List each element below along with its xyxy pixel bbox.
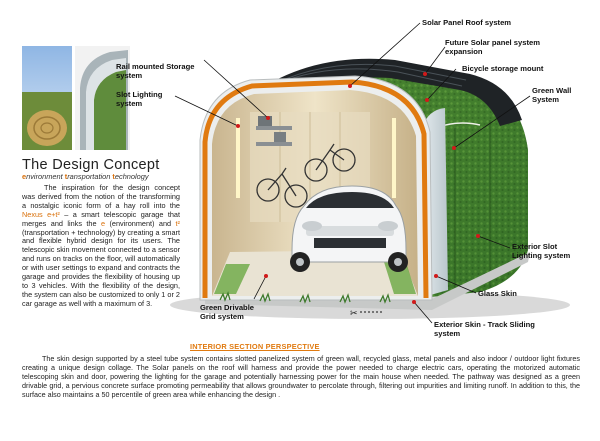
label-green-grid: Green Drivable Grid system [200, 303, 254, 321]
label-green-grid-line2: Grid system [200, 312, 244, 321]
concept-subtitle: environment transportation technology [22, 172, 149, 181]
label-future-solar: Future Solar panel system expansion [445, 38, 540, 56]
label-green-wall: Green Wall System [532, 86, 571, 104]
leader-lines [174, 22, 531, 324]
garage-structure: ✂ [170, 58, 570, 319]
hay-roll-photos [22, 46, 130, 150]
bottom-description: The skin design supported by a steel tub… [22, 354, 580, 399]
label-solar-roof: Solar Panel Roof system [422, 18, 512, 27]
label-bicycle-mount: Bicycle storage mount [462, 64, 544, 73]
subtitle-t2: t [112, 172, 115, 181]
concept-paragraph: The inspiration for the design concept w… [22, 183, 180, 309]
subtitle-technology: echnology [114, 172, 149, 181]
label-future-solar-line2: expansion [445, 47, 483, 56]
label-future-solar-line1: Future Solar panel system [445, 38, 540, 47]
label-exterior-slot: Exterior Slot Lighting system [512, 242, 570, 260]
label-green-grid-line1: Green Drivable [200, 303, 255, 312]
label-rail-storage-line1: Rail mounted Storage [116, 62, 195, 71]
label-green-wall-line2: System [532, 95, 560, 104]
concept-text-1: The inspiration for the design concept w… [22, 183, 180, 210]
label-rail-storage: Rail mounted Storage system [116, 62, 194, 80]
subtitle-e: e [22, 172, 27, 181]
label-exterior-slot-line1: Exterior Slot [512, 242, 558, 251]
label-exterior-slot-line2: Lighting system [512, 251, 571, 260]
subtitle-t1: t [64, 172, 68, 181]
svg-text:✂: ✂ [350, 309, 358, 319]
label-green-wall-line1: Green Wall [532, 86, 572, 95]
concept-text-4: (transportation + technology) by creatin… [22, 227, 180, 308]
t2-word: t² [175, 218, 180, 228]
label-glass-skin: Glass Skin [478, 289, 517, 298]
nexus-name: Nexus e+t² [22, 209, 60, 219]
label-track-skin-line1: Exterior Skin - Track Sliding [434, 320, 535, 329]
label-rail-storage-line2: system [116, 71, 143, 80]
label-slot-lighting: Slot Lighting system [116, 90, 162, 108]
label-track-skin-line2: system [434, 329, 461, 338]
section-caption: INTERIOR SECTION PERSPECTIVE [190, 342, 320, 351]
concept-title: The Design Concept [22, 157, 160, 173]
label-markers [236, 72, 480, 304]
concept-text-3: (environment) and [105, 218, 176, 228]
label-slot-lighting-line2: system [116, 99, 143, 108]
subtitle-environment: nvironment [26, 172, 65, 181]
label-slot-lighting-line1: Slot Lighting [116, 90, 163, 99]
subtitle-transportation: ransportation [67, 172, 113, 181]
concept-text-2: – a smart telescopic garage that merges … [22, 209, 180, 228]
e-word: e [100, 218, 106, 228]
label-track-skin: Exterior Skin - Track Sliding system [434, 320, 535, 338]
